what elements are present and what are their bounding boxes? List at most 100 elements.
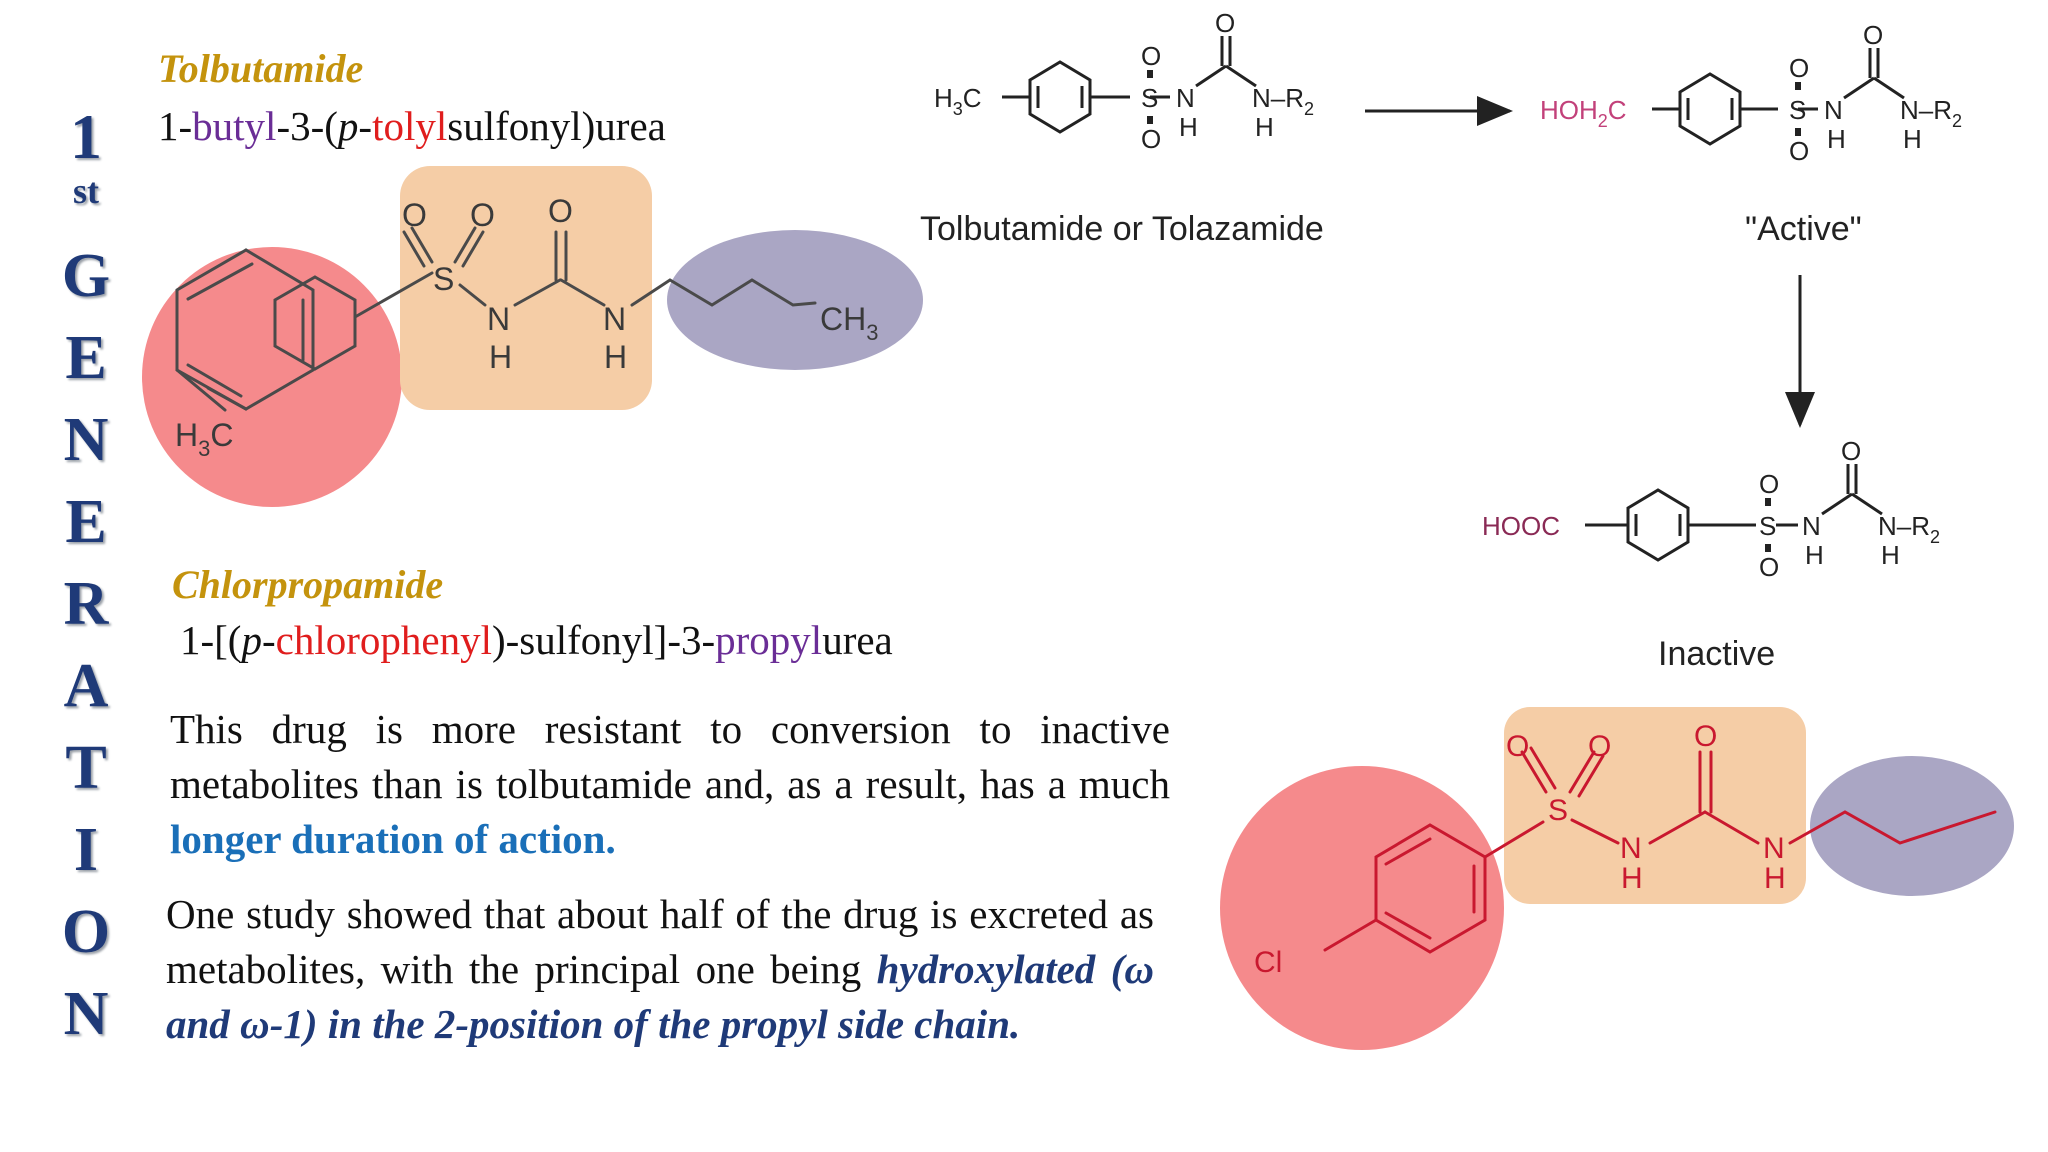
generation-letter: O	[61, 898, 111, 966]
generation-letter: A	[63, 652, 109, 720]
active-metabolite	[1652, 48, 1905, 146]
generation-letter: I	[73, 816, 99, 884]
iupac-part: )-sulfonyl]-3-	[491, 617, 716, 663]
r-subscript: 2	[1304, 99, 1314, 119]
atom-oxygen: O	[1789, 53, 1809, 83]
iupac-butyl: butyl	[192, 103, 277, 149]
iupac-part: urea	[822, 617, 893, 663]
tolbutamide-ring	[273, 275, 357, 371]
atom-oxygen: O	[402, 197, 427, 233]
metabolite-paragraph: One study showed that about half of the …	[166, 887, 1154, 1052]
chlorpropamide-atom-labels: O O S N H O N H Cl	[1254, 720, 1786, 979]
iupac-para: p	[337, 103, 359, 149]
nr-label: N–R	[1252, 83, 1304, 113]
generation-letter: T	[65, 734, 107, 802]
atom-hydrogen: H	[1764, 862, 1786, 895]
inactive-caption: Inactive	[1658, 635, 1775, 673]
atom-oxygen: O	[548, 193, 573, 229]
iupac-part: 1-[(	[180, 617, 242, 663]
aryl-region-highlight	[142, 247, 402, 507]
atom-oxygen: O	[1841, 436, 1861, 466]
methyl-group-label: CH3	[820, 301, 878, 345]
parent-methyl: H3C	[934, 83, 982, 119]
atom-hydrogen: H	[1827, 124, 1846, 154]
atom-hydrogen: H	[1255, 112, 1274, 142]
iupac-part: 1-	[158, 103, 193, 149]
methyl-subscript: 3	[198, 436, 210, 461]
iupac-part: -	[358, 103, 373, 149]
atom-sulfur: S	[1789, 95, 1806, 125]
atom-oxygen: O	[1506, 730, 1529, 763]
atom-hydrogen: H	[1903, 124, 1922, 154]
atom-oxygen: O	[470, 197, 495, 233]
paragraph-text: One study showed that about half of the …	[166, 891, 1154, 992]
metabolite-highlight: hydroxylated (ω and ω-1) in the 2-positi…	[166, 946, 1154, 1047]
atom-oxygen: O	[1694, 720, 1717, 753]
iupac-propyl: propyl	[715, 617, 823, 663]
atom-nitrogen: N	[603, 301, 626, 337]
generation-number: 1	[70, 101, 102, 172]
atom-oxygen: O	[1588, 730, 1611, 763]
generation-letter: E	[65, 488, 107, 556]
atom-oxygen: O	[1141, 124, 1161, 154]
nr-label: N–R	[1878, 511, 1930, 541]
iupac-part: -	[261, 617, 276, 663]
methyl-subscript: 3	[866, 320, 878, 345]
generation-letters: G E N E R A T I O N	[56, 235, 116, 1055]
inactive-labels: HOOC O S O N H O N–R2 H	[1482, 436, 1940, 582]
generation-letter: R	[63, 570, 109, 638]
generation-letter: G	[61, 242, 111, 310]
amide-r-group: N–R2	[1878, 511, 1940, 547]
chlorpropamide-title: Chlorpropamide	[172, 562, 444, 607]
active-labels: HOH2C O S O N H O N–R2 H	[1540, 20, 1962, 166]
r-subscript: 2	[1930, 527, 1940, 547]
iupac-part: sulfonyl)urea	[447, 103, 666, 149]
atom-oxygen: O	[1863, 20, 1883, 50]
group-hoh: HOH	[1540, 95, 1598, 125]
iupac-tolyl: tolyl	[372, 103, 448, 149]
atom-nitrogen: N	[1620, 832, 1642, 865]
metabolism-scheme: H3C O S O N H O N–R2 H Tolbutamide or To…	[920, 8, 1962, 673]
chlorpropamide-bonds	[1323, 746, 1997, 954]
chlorpropamide-iupac: 1-[(p-chlorophenyl)-sulfonyl]-3-propylur…	[180, 616, 893, 664]
alkyl-region-highlight	[1810, 756, 2014, 896]
atom-sulfur: S	[1548, 794, 1568, 827]
iupac-chlorophenyl: chlorophenyl	[275, 617, 492, 663]
sulfonylurea-region-highlight	[1504, 707, 1806, 904]
tolbutamide-bonds	[175, 226, 817, 412]
inactive-metabolite	[1585, 464, 1883, 562]
methyl-c: C	[210, 417, 233, 453]
methyl-ring-label: H3C	[175, 417, 233, 461]
tolbutamide-atom-labels: O O S N H O N H CH3 H3C	[175, 193, 878, 461]
atom-sulfur: S	[433, 261, 454, 297]
methyl-h: H	[175, 417, 198, 453]
atom-nitrogen: N	[487, 301, 510, 337]
tolbutamide-structure: O O S N H O N H CH3 H3C	[142, 166, 923, 507]
group-c: C	[1608, 95, 1627, 125]
duration-paragraph: This drug is more resistant to conversio…	[170, 702, 1170, 867]
generation-letter: N	[63, 980, 109, 1048]
tolbutamide-iupac: 1-butyl-3-(p-tolylsulfonyl)urea	[158, 102, 666, 150]
atom-oxygen: O	[1215, 8, 1235, 38]
atom-oxygen: O	[1141, 41, 1161, 71]
alkyl-region-highlight	[667, 230, 923, 370]
group-sub: 3	[953, 99, 963, 119]
chlorpropamide-structure: O O S N H O N H Cl	[1220, 707, 2014, 1050]
atom-nitrogen: N	[1824, 95, 1843, 125]
paragraph-text: This drug is more resistant to conversio…	[170, 706, 1170, 807]
atom-hydrogen: H	[1805, 540, 1824, 570]
generation-letter: N	[63, 406, 109, 474]
generation-ordinal: st	[73, 171, 99, 211]
atom-chlorine: Cl	[1254, 946, 1282, 979]
atom-sulfur: S	[1759, 511, 1776, 541]
atom-hydrogen: H	[1621, 862, 1643, 895]
parent-labels: H3C O S O N H O N–R2 H	[934, 8, 1314, 154]
group-h: H	[934, 83, 953, 113]
hydroxymethyl-group: HOH2C	[1540, 95, 1627, 131]
atom-sulfur: S	[1141, 83, 1158, 113]
parent-compound	[1002, 36, 1257, 134]
r-subscript: 2	[1952, 111, 1962, 131]
parent-caption: Tolbutamide or Tolazamide	[920, 210, 1324, 248]
atom-nitrogen: N	[1176, 83, 1195, 113]
